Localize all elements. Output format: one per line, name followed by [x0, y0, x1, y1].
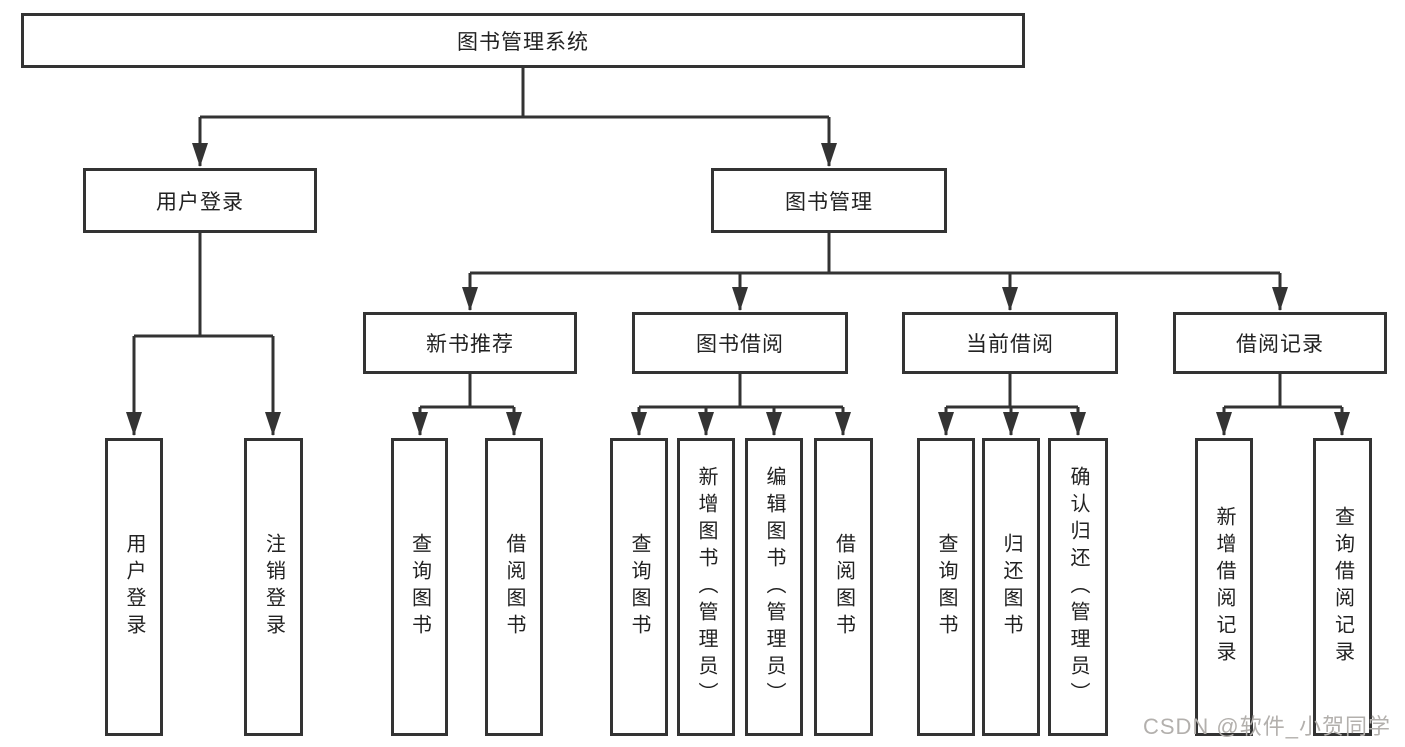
node-library-management-system: 图书管理系统: [21, 13, 1025, 68]
leaf-label: 借阅图书: [503, 533, 525, 641]
leaf-cb-query-books: 查询图书: [917, 438, 975, 736]
csdn-watermark: CSDN @软件_小贺同学: [1142, 714, 1391, 739]
leaf-label: 查询图书: [408, 533, 431, 641]
leaf-label: 归还图书: [1000, 533, 1022, 641]
leaf-label: 编辑图书（管理员）: [763, 465, 785, 709]
leaf-logout: 注销登录: [244, 438, 303, 736]
leaf-label: 查询借阅记录: [1331, 506, 1354, 668]
leaf-user-login: 用户登录: [105, 438, 163, 736]
leaf-bb-query-books: 查询图书: [610, 438, 668, 736]
leaf-cb-confirm-return-admin: 确认归还（管理员）: [1048, 438, 1108, 736]
leaf-bb-edit-books-admin: 编辑图书（管理员）: [745, 438, 803, 736]
leaf-label: 查询图书: [935, 533, 957, 641]
node-borrowing-records: 借阅记录: [1173, 312, 1387, 374]
leaf-label: 新增借阅记录: [1213, 506, 1235, 668]
node-book-management: 图书管理: [711, 168, 947, 233]
leaf-label: 确认归还（管理员）: [1067, 465, 1089, 709]
node-new-book-recommendation: 新书推荐: [363, 312, 577, 374]
leaf-bb-borrow-books: 借阅图书: [814, 438, 873, 736]
leaf-label: 查询图书: [628, 533, 650, 641]
node-current-borrowing: 当前借阅: [902, 312, 1118, 374]
leaf-br-query-borrow-record: 查询借阅记录: [1313, 438, 1372, 736]
leaf-cb-return-books: 归还图书: [982, 438, 1040, 736]
leaf-bb-add-books-admin: 新增图书（管理员）: [677, 438, 735, 736]
leaf-nb-borrow-books: 借阅图书: [485, 438, 543, 736]
leaf-nb-query-books: 查询图书: [391, 438, 448, 736]
leaf-label: 用户登录: [123, 533, 145, 641]
leaf-label: 新增图书（管理员）: [695, 465, 717, 709]
node-book-borrowing: 图书借阅: [632, 312, 848, 374]
leaf-br-add-borrow-record: 新增借阅记录: [1195, 438, 1253, 736]
leaf-label: 借阅图书: [832, 533, 855, 641]
node-user-login: 用户登录: [83, 168, 317, 233]
leaf-label: 注销登录: [262, 533, 285, 641]
